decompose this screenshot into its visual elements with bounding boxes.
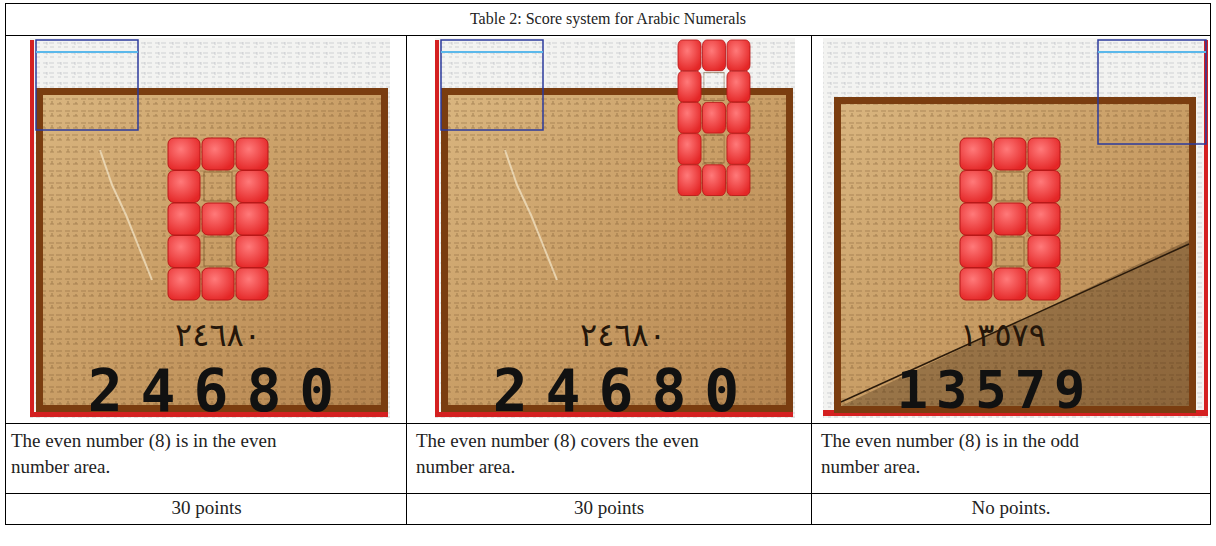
arabic-indic-digits: ٢٤٦٨٠ — [535, 318, 711, 353]
score-cell: 30 points — [407, 497, 811, 520]
table-title: Table 2: Score system for Arabic Numeral… — [6, 9, 1210, 28]
arabic-indic-digits: ٢٤٦٨٠ — [130, 318, 306, 353]
arabic-indic-digits: ١٣٥٧٩ — [915, 318, 1091, 353]
segment-digits: 24680 — [55, 362, 385, 420]
segment-digits: 24680 — [460, 362, 790, 420]
table-cell: The even number (8) is in the odd number… — [821, 428, 1113, 479]
score-cell: 30 points — [7, 497, 406, 520]
table-cell: The even number (8) covers the even numb… — [416, 428, 701, 479]
score-cell: No points. — [812, 497, 1210, 520]
segment-digits: 13579 — [870, 364, 1120, 416]
table-cell: The even number (8) is in the even numbe… — [11, 428, 296, 479]
